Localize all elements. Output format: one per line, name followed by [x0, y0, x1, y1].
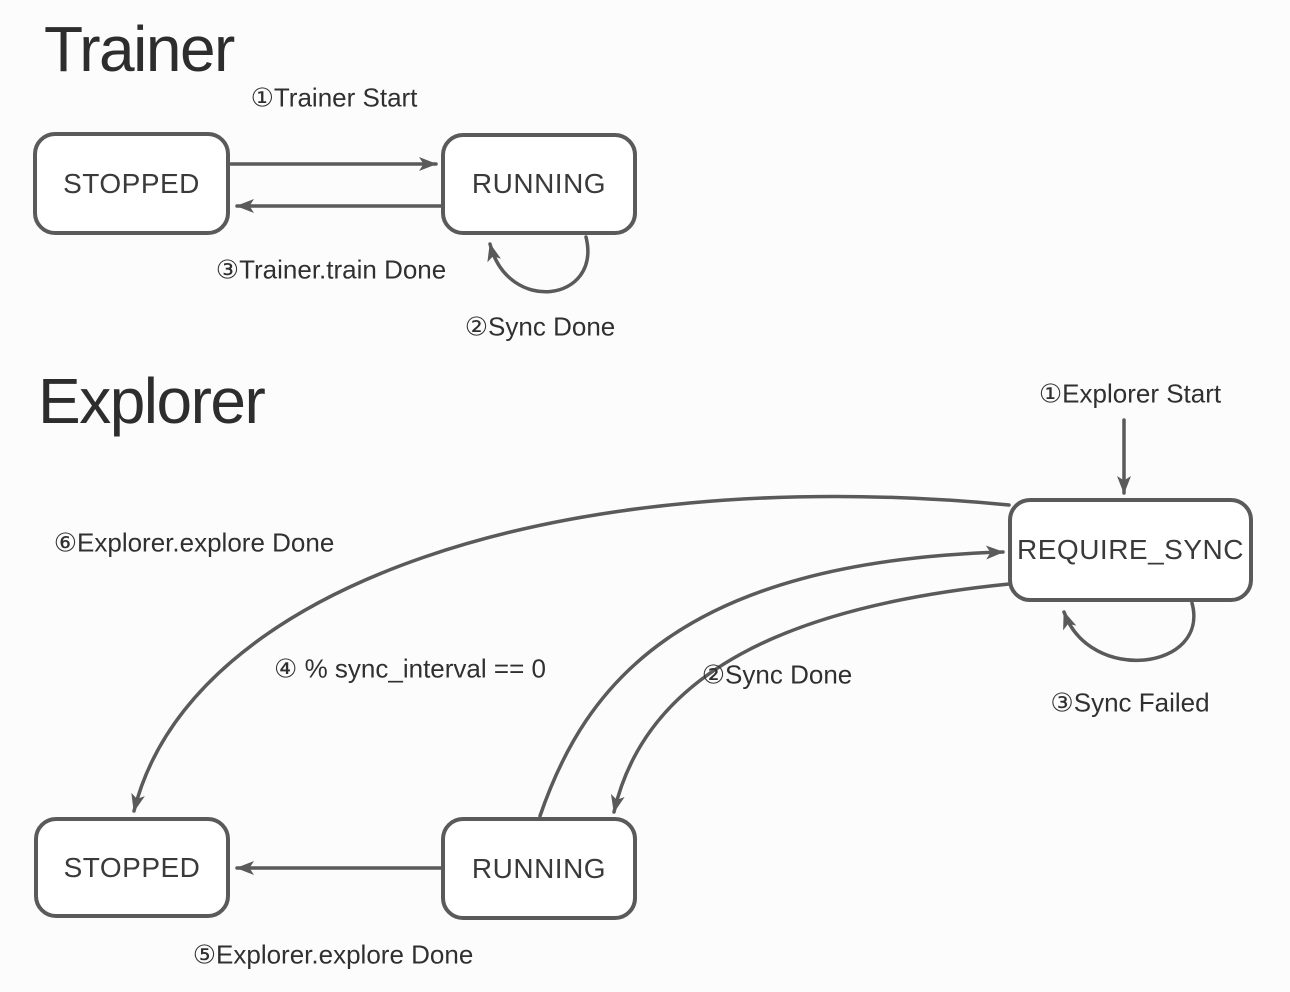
trainer-state-stopped: STOPPED: [33, 132, 230, 235]
explorer-transition-label-sync-failed: ③Sync Failed: [1050, 687, 1210, 718]
explorer-state-running: RUNNING: [441, 817, 637, 920]
trainer-transition-label-train-done: ③Trainer.train Done: [215, 254, 447, 285]
explorer-transition-label-sync-interval: ④ % sync_interval == 0: [274, 653, 546, 684]
explorer-transition-label-explore-done-require-sync: ⑥Explorer.explore Done: [53, 527, 335, 558]
trainer-section-title: Trainer: [44, 13, 235, 85]
arrow-trainer-sync-done-selfloop: [487, 235, 590, 294]
trainer-transition-label-sync-done: ②Sync Done: [464, 311, 616, 342]
explorer-transition-label-explore-done-running: ⑤Explorer.explore Done: [192, 939, 474, 970]
trainer-transition-label-start: ①Trainer Start: [250, 82, 418, 113]
arrow-explorer-explore-done-to-stopped: [131, 494, 1011, 813]
explorer-state-require-sync: REQUIRE_SYNC: [1008, 498, 1253, 602]
explorer-section-title: Explorer: [38, 365, 266, 437]
arrow-explorer-sync-done: [610, 582, 1011, 814]
explorer-state-stopped: STOPPED: [34, 817, 230, 918]
explorer-transition-label-sync-done: ②Sync Done: [701, 659, 853, 690]
trainer-state-running: RUNNING: [441, 133, 637, 235]
arrow-explorer-sync-failed-selfloop: [1062, 601, 1196, 663]
explorer-transition-label-start: ①Explorer Start: [1038, 378, 1222, 409]
arrow-explorer-sync-interval: [538, 545, 1005, 818]
